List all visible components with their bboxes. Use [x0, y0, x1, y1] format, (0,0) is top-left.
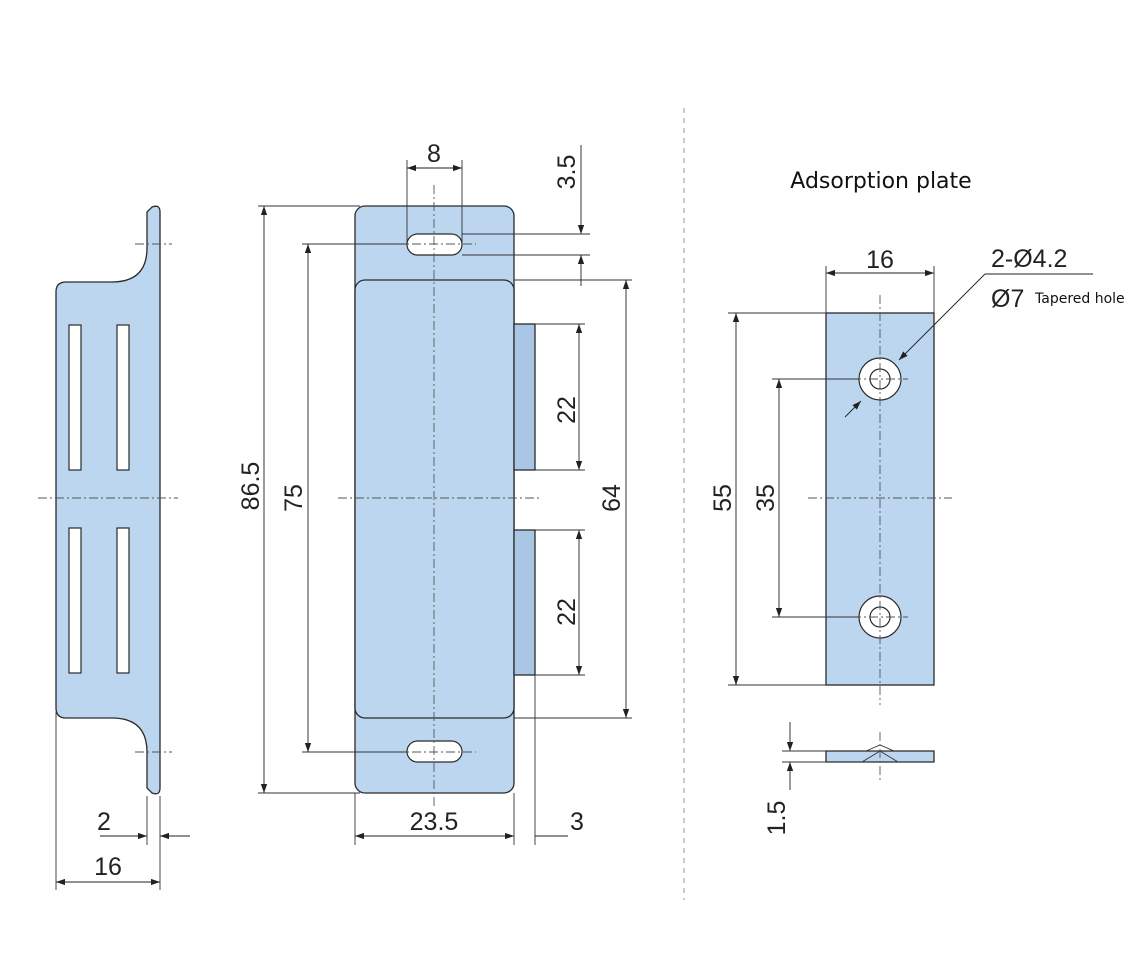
side-view-slot [68, 527, 82, 674]
mounting-slot-lower [406, 740, 463, 763]
dim-label: 22 [553, 396, 581, 424]
dim-label: 55 [709, 484, 737, 512]
dim-label: 8 [427, 140, 441, 168]
dim-label: 35 [752, 484, 780, 512]
hole-leader [898, 273, 986, 361]
dim-label: 22 [553, 598, 581, 626]
front-magnet-lower [513, 529, 536, 676]
tapered-dia-label: Ø7 [991, 285, 1024, 313]
plate-title: Adsorption plate [790, 169, 971, 194]
tapered-hole-label: Tapered hole [1034, 291, 1125, 307]
dim-label: 86.5 [237, 462, 265, 511]
dim-label: 16 [866, 246, 894, 274]
dim-label: 3.5 [553, 155, 581, 190]
front-magnet-body [354, 279, 515, 719]
side-view-slot [116, 527, 130, 674]
dim-label: 2 [97, 808, 111, 836]
dim-label: 1.5 [763, 801, 791, 836]
dim-label: 75 [280, 484, 308, 512]
dim-label: 16 [94, 853, 122, 881]
mounting-slot-upper [406, 233, 463, 256]
front-view: 86.5 75 8 3.5 64 22 22 23.5 3 [237, 140, 632, 845]
hole-spec-label: 2-Ø4.2 [991, 245, 1067, 273]
front-magnet-upper [513, 323, 536, 471]
side-view-slot [116, 324, 130, 471]
dim-label: 23.5 [410, 808, 459, 836]
side-view: 16 2 [38, 205, 190, 890]
side-view-slot [68, 324, 82, 471]
plate-view: Adsorption plate 16 55 35 1 [709, 169, 1125, 835]
dim-label: 64 [598, 484, 626, 512]
side-view-body [55, 205, 161, 795]
dim-label: 3 [570, 808, 584, 836]
